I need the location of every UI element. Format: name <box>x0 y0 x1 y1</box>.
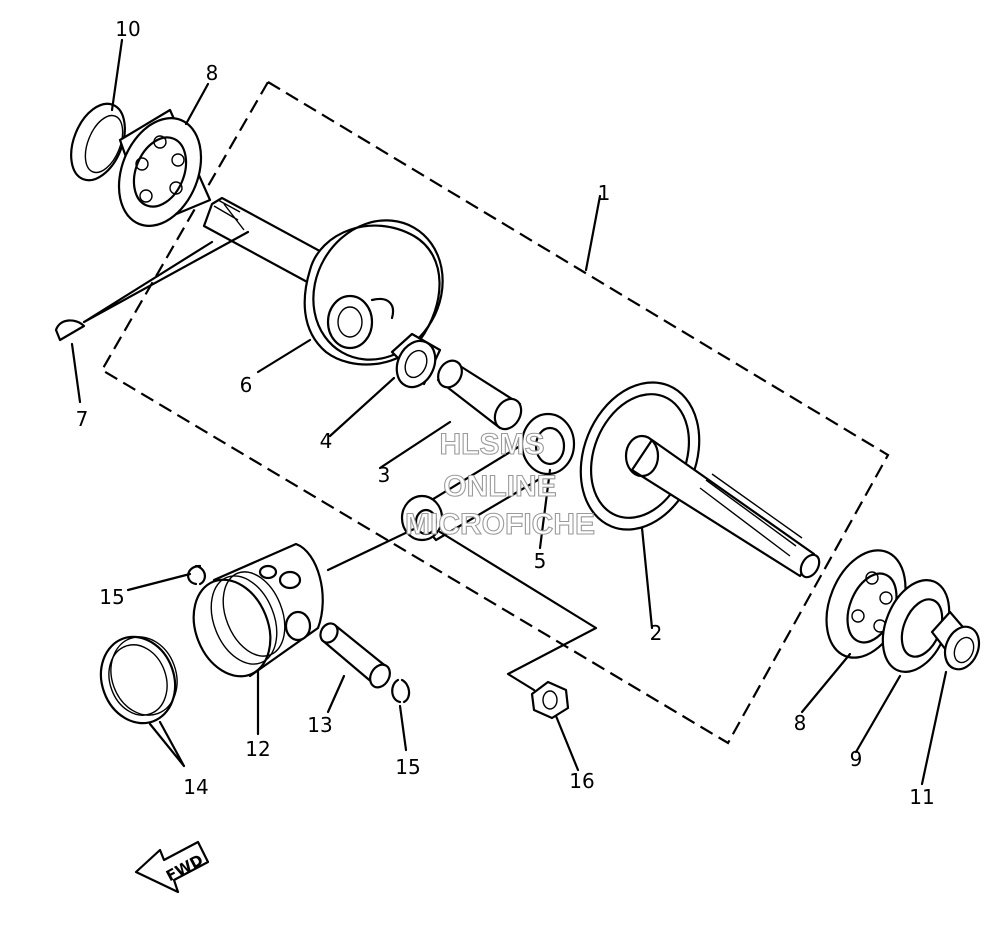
watermark-line-3: MICROFICHE <box>405 508 595 541</box>
connecting-rod-5 <box>400 412 576 542</box>
callout-1: 1 <box>598 181 611 205</box>
nut-16 <box>530 680 570 720</box>
callout-3: 3 <box>378 463 391 487</box>
callout-7: 7 <box>76 407 89 431</box>
watermark-line-1: HLSMS <box>440 428 545 461</box>
callout-9: 9 <box>850 747 863 771</box>
bearing-8-left <box>117 108 212 227</box>
crankshaft-assembly-boundary <box>100 80 890 745</box>
watermark-line-2: ONLINE <box>443 470 556 503</box>
crankshaft-right-2 <box>579 381 821 579</box>
circlip-15-right <box>391 678 411 704</box>
crankshaft-left-6 <box>202 196 444 366</box>
crank-pin-3 <box>436 359 523 431</box>
callout-15-left: 15 <box>99 585 124 609</box>
callout-2: 2 <box>650 621 663 645</box>
callout-14: 14 <box>183 775 208 799</box>
callout-5: 5 <box>534 549 547 573</box>
piston-rings-14 <box>99 635 178 725</box>
leader-lines <box>70 38 948 786</box>
callout-6: 6 <box>240 373 253 397</box>
watermark: HLSMS ONLINE MICROFICHE <box>404 427 595 541</box>
collar-11 <box>930 610 981 671</box>
callout-11: 11 <box>909 785 934 809</box>
needle-bearing-4 <box>390 332 442 389</box>
callout-13: 13 <box>307 713 332 737</box>
callout-4: 4 <box>320 429 333 453</box>
callout-8-right: 8 <box>794 711 807 735</box>
circlip-15-left <box>187 564 206 586</box>
callout-8-left: 8 <box>206 61 219 85</box>
piston-12 <box>192 542 324 678</box>
piston-pin-13 <box>319 622 391 689</box>
callout-16: 16 <box>569 769 594 793</box>
callout-15-right: 15 <box>395 755 420 779</box>
callout-labels: 10 8 1 6 7 4 3 5 2 15 12 13 15 14 16 8 9… <box>76 17 935 809</box>
woodruff-key-7 <box>54 319 86 342</box>
callout-12: 12 <box>245 737 270 761</box>
callout-10: 10 <box>115 17 140 41</box>
forward-direction-arrow: FWD <box>134 840 210 894</box>
